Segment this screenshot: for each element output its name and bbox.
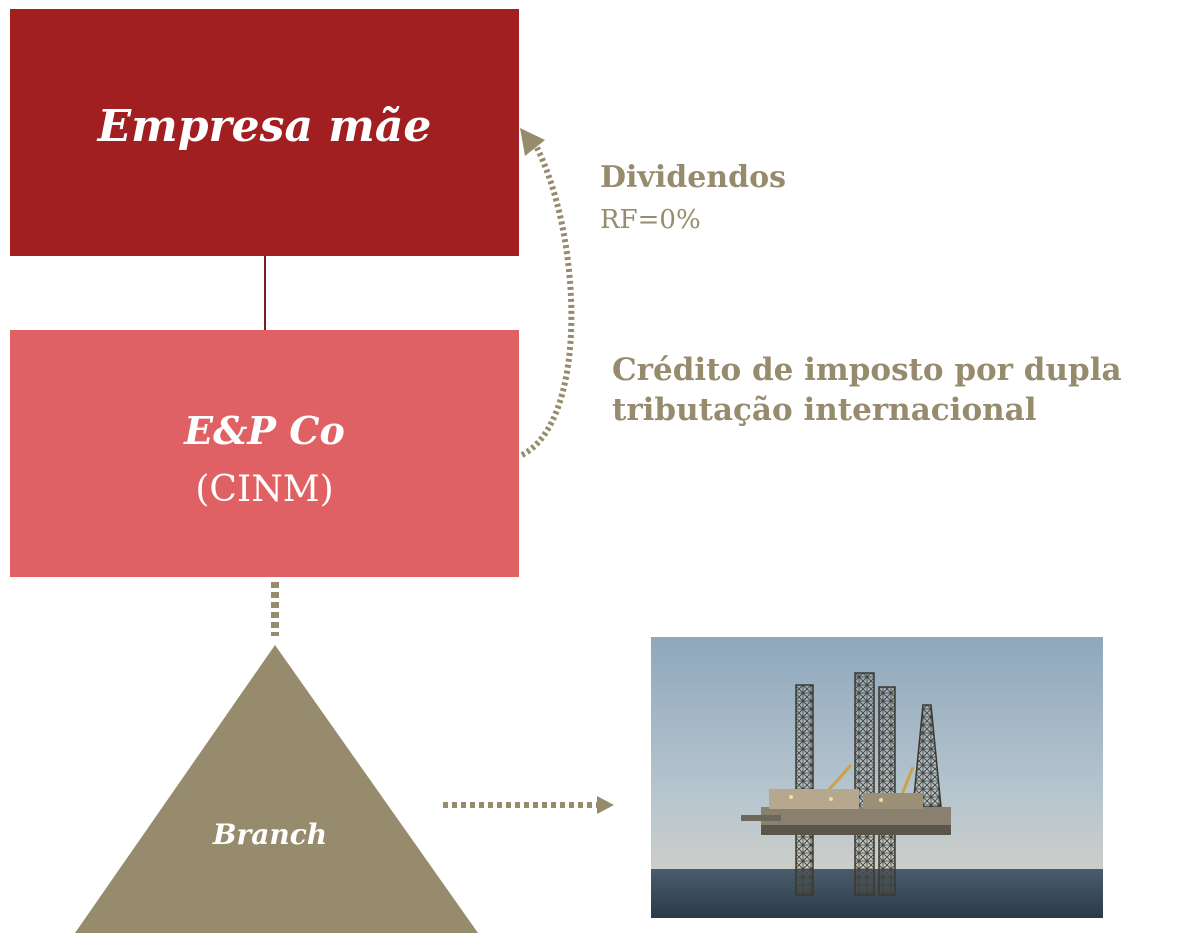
subsidiary-tag: (CINM) [195, 468, 334, 510]
dividends-label: Dividendos [600, 160, 786, 195]
branch-triangle [75, 645, 478, 933]
oil-rig-photo [651, 637, 1103, 918]
dividends-flow-arrow [520, 138, 575, 458]
withholding-label: RF=0% [600, 205, 701, 235]
dividends-arrowhead [520, 128, 545, 156]
subsidiary-name: E&P Co [184, 407, 345, 453]
subsidiary-box: E&P Co (CINM) [10, 330, 519, 577]
ownership-line [264, 256, 266, 330]
tax-credit-label: Crédito de imposto por dupla tributação … [612, 352, 1122, 429]
parent-company-box: Empresa mãe [10, 9, 519, 256]
operations-arrowhead [597, 796, 614, 814]
branch-name: Branch [212, 818, 328, 851]
parent-company-name: Empresa mãe [97, 101, 432, 152]
